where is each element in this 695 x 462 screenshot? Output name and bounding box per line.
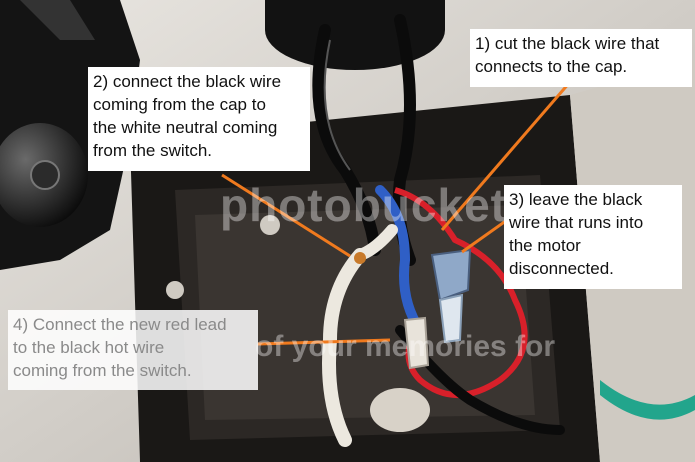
arrow-4 (257, 338, 391, 346)
annotation-2-line-3: the white neutral coming (93, 118, 278, 137)
annotation-2: 2) connect the black wire coming from th… (88, 67, 310, 171)
annotation-2-line-4: from the switch. (93, 141, 213, 160)
annotation-4: 4) Connect the new red lead to the black… (8, 310, 258, 390)
annotation-4-line-2: to the black hot wire (13, 338, 165, 357)
annotation-1-line-1: 1) cut the black wire that (475, 34, 660, 53)
annotation-3-line-4: disconnected. (509, 259, 614, 278)
annotation-2-line-1: 2) connect the black wire (93, 72, 282, 91)
annotation-3-line-3: the motor (509, 236, 581, 255)
arrow-3 (461, 216, 511, 254)
annotation-4-line-1: 4) Connect the new red lead (13, 315, 227, 334)
annotation-4-line-3: coming from the switch. (13, 361, 192, 380)
annotation-2-line-2: coming from the cap to (93, 95, 266, 114)
wire-nut (430, 248, 472, 302)
arrow-2 (221, 173, 351, 258)
arrow-1 (440, 81, 572, 231)
annotation-3-line-1: 3) leave the black (509, 190, 643, 209)
annotation-1: 1) cut the black wire that connects to t… (470, 29, 692, 87)
annotation-3: 3) leave the black wire that runs into t… (504, 185, 682, 289)
annotation-1-line-2: connects to the cap. (475, 57, 628, 76)
annotation-3-line-2: wire that runs into (509, 213, 644, 232)
